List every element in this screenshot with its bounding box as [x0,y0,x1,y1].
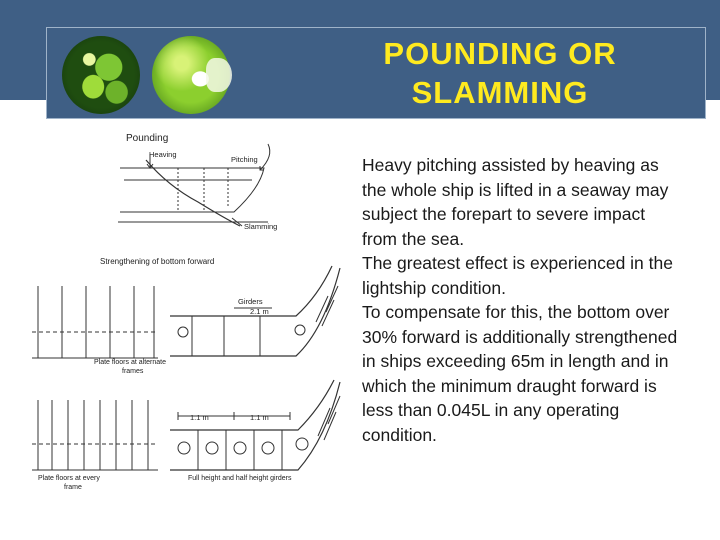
body-paragraph-1: Heavy pitching assisted by heaving as th… [362,155,669,249]
every-lightening-hole-4 [261,441,275,455]
caption-every-1: Plate floors at every [38,475,100,482]
puzzle-notch-decoration [206,58,232,92]
every-lightening-hole-3 [233,441,247,455]
label-pitching: Pitching [231,155,258,164]
frame-ticks [177,168,229,212]
slam-arrow [231,217,243,227]
every-profile-frames [37,400,149,470]
slide-title: POUNDING OR SLAMMING [340,34,660,112]
alt-section-webs [191,316,261,356]
label-girder-spacing: 2.1 m [250,307,269,316]
every-lightening-hole-5 [295,437,309,451]
every-section-webs [197,430,283,470]
caption-alternate-1: Plate floors at alternate [94,359,166,366]
green-leaf-logo-icon [62,36,140,114]
every-lightening-hole-2 [205,441,219,455]
label-spacing-a: 1.1 m [190,413,209,422]
label-heaving: Heaving [149,150,177,159]
alt-lightening-hole-2 [294,324,306,336]
every-frame-sketch: 1.1 m 1.1 m Plate floors at every frame … [32,379,341,491]
body-paragraph-2: The greatest effect is experienced in th… [362,253,673,298]
ship-outline [120,167,265,213]
alt-lightening-hole-1 [177,326,189,338]
title-line-1: POUNDING OR [383,36,617,71]
pounding-sketch: Pounding Heaving Pitching Slamming [118,133,277,231]
body-paragraph-3: To compensate for this, the bottom over … [362,302,678,445]
section-heading: Strengthening of bottom forward [100,257,214,266]
pounding-diagram: Pounding Heaving Pitching Slamming Stren… [32,133,341,491]
alt-rib-hatch [315,285,339,327]
heave-arrow [146,154,154,169]
every-section-hull [170,379,341,471]
spacing-dimension [177,412,291,420]
caption-alternate-2: frames [122,368,144,375]
label-slamming: Slamming [244,222,277,231]
alt-section-hull [170,265,341,357]
slide-body: Heavy pitching assisted by heaving as th… [362,153,682,447]
pitch-arrow [259,143,271,171]
caption-every-2: frame [64,484,82,491]
diagram-heading: Pounding [126,133,168,144]
label-girders: Girders [238,297,263,306]
title-line-2: SLAMMING [411,75,589,110]
every-rib-hatch [317,395,341,441]
heave-curve [145,159,241,227]
every-lightening-hole-1 [177,441,191,455]
caption-girders: Full height and half height girders [188,475,292,482]
label-spacing-b: 1.1 m [250,413,269,422]
alt-profile-frames [37,286,155,358]
alternate-frames-sketch: Strengthening of bottom forward Girders … [32,257,341,375]
